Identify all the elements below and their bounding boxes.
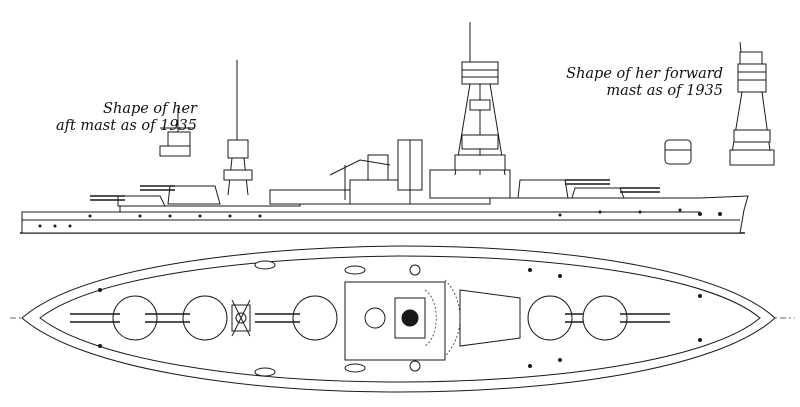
- plan-view: [10, 246, 795, 392]
- forward-mast-caption: Shape of her forward mast as of 1935: [565, 66, 723, 100]
- forward-mast-caption-line2: mast as of 1935: [606, 83, 723, 99]
- turrets-plan: [70, 296, 670, 340]
- side-profile: [20, 22, 774, 233]
- forward-mast-inset: [665, 42, 774, 165]
- aft-mast-plan: [232, 300, 250, 336]
- turrets-side: [90, 180, 660, 206]
- aft-mast-caption: Shape of her aft mast as of 1935: [22, 101, 197, 135]
- portholes: [39, 209, 722, 227]
- superstructure-side: [270, 140, 510, 204]
- forward-mast-side: [455, 22, 505, 175]
- aft-mast-caption-line2: aft mast as of 1935: [55, 118, 197, 134]
- forward-mast-caption-line1: Shape of her forward: [566, 66, 723, 82]
- aft-mast-side: [160, 60, 252, 195]
- aft-mast-caption-line1: Shape of her: [103, 101, 197, 117]
- deck-fittings: [99, 261, 702, 376]
- superstructure-plan: [345, 280, 520, 360]
